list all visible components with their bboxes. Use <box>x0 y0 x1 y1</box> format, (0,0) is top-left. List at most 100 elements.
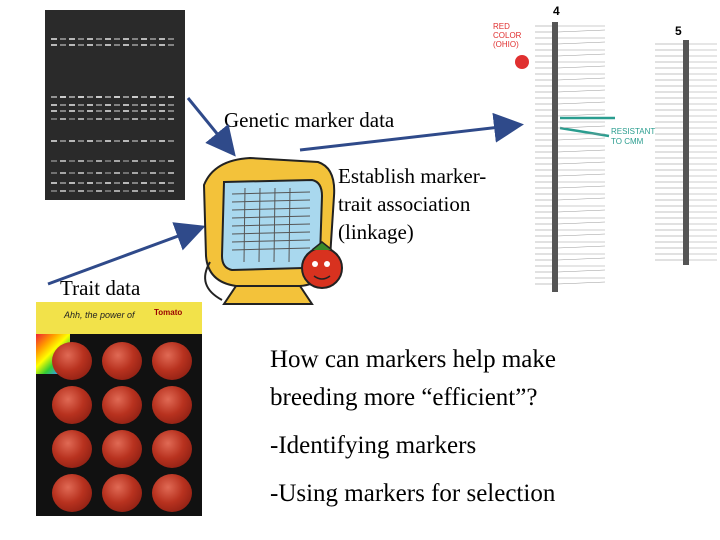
gel-band <box>114 104 120 106</box>
gel-band <box>78 104 84 106</box>
photo-banner: Ahh, the power of Tomato <box>36 302 202 334</box>
gel-band <box>78 44 84 46</box>
red-label: RED <box>493 22 510 31</box>
map-marker-line <box>557 53 606 57</box>
map-marker-line <box>557 101 606 105</box>
gel-band <box>132 160 138 162</box>
gel-band <box>150 104 156 106</box>
gel-band <box>123 96 129 98</box>
gel-band <box>51 104 57 106</box>
gel-band <box>141 182 147 184</box>
gel-band <box>168 110 174 112</box>
genetic-marker-label: Genetic marker data <box>224 108 395 132</box>
map-marker-line <box>557 77 606 81</box>
gel-band <box>60 118 66 120</box>
gel-band <box>141 140 147 142</box>
gel-band <box>105 118 111 120</box>
gel-band <box>60 104 66 106</box>
chromosome-4-label: 4 <box>553 4 560 18</box>
gel-band <box>141 190 147 192</box>
gel-band <box>114 118 120 120</box>
gel-band <box>159 190 165 192</box>
gel-band <box>105 96 111 98</box>
gel-band <box>141 160 147 162</box>
gel-band <box>159 118 165 120</box>
tomato-fruit <box>152 386 192 424</box>
gel-band <box>69 118 75 120</box>
gel-band <box>60 38 66 40</box>
map-marker-line <box>557 269 606 273</box>
gel-band <box>168 38 174 40</box>
gel-band <box>159 96 165 98</box>
gel-band <box>114 182 120 184</box>
gel-band <box>78 140 84 142</box>
tomato-fruit <box>102 474 142 512</box>
gel-band <box>114 110 120 112</box>
map-marker-line <box>557 281 606 285</box>
tomato-trait-photo: Ahh, the power of Tomato <box>36 302 202 516</box>
arrow-trait-to-computer <box>47 222 206 286</box>
gel-band <box>105 140 111 142</box>
establish-label-line1: Establish marker- <box>338 164 487 188</box>
gel-band <box>150 160 156 162</box>
gel-band <box>132 118 138 120</box>
gel-band <box>105 38 111 40</box>
gel-band <box>69 110 75 112</box>
gel-band <box>51 96 57 98</box>
gel-band <box>168 96 174 98</box>
gel-band <box>159 160 165 162</box>
color-label: COLOR <box>493 31 522 40</box>
gel-band <box>96 182 102 184</box>
gel-band <box>159 38 165 40</box>
gel-band <box>78 190 84 192</box>
gel-band <box>87 118 93 120</box>
tomato-fruit <box>52 430 92 468</box>
gel-band <box>87 190 93 192</box>
gel-band <box>51 44 57 46</box>
gel-band <box>150 118 156 120</box>
gel-band <box>159 44 165 46</box>
map-marker-line <box>557 41 606 45</box>
red-color-marker-dot <box>515 55 529 69</box>
gel-band <box>96 44 102 46</box>
gel-band <box>141 38 147 40</box>
gel-band <box>87 110 93 112</box>
gel-band <box>123 140 129 142</box>
resistant-label: RESISTANT <box>611 127 656 136</box>
gel-band <box>51 140 57 142</box>
using-markers-text: -Using markers for selection <box>270 480 556 507</box>
gel-band <box>60 172 66 174</box>
chromosome-drawing <box>515 22 717 292</box>
gel-electrophoresis-image <box>45 10 185 200</box>
gel-band <box>132 190 138 192</box>
trait-data-label: Trait data <box>60 276 141 300</box>
arrow-gel-to-computer <box>186 97 236 157</box>
banner-logo: Tomato <box>154 308 183 317</box>
gel-band <box>105 160 111 162</box>
map-marker-line <box>557 113 606 117</box>
map-marker-line <box>557 209 606 213</box>
gel-band <box>123 38 129 40</box>
identifying-markers-text: -Identifying markers <box>270 432 477 459</box>
gel-band <box>51 110 57 112</box>
gel-band <box>132 44 138 46</box>
gel-band <box>168 140 174 142</box>
gel-band <box>96 190 102 192</box>
gel-band <box>114 140 120 142</box>
map-marker-line <box>557 89 606 93</box>
gel-band <box>132 110 138 112</box>
gel-band <box>132 104 138 106</box>
gel-band <box>132 182 138 184</box>
gel-band <box>78 118 84 120</box>
computer-icon <box>202 156 343 305</box>
gel-band <box>150 96 156 98</box>
gel-band <box>69 190 75 192</box>
gel-band <box>69 160 75 162</box>
gel-band <box>78 160 84 162</box>
arrow-computer-to-map <box>299 112 524 152</box>
gel-band <box>51 160 57 162</box>
gel-band <box>168 104 174 106</box>
gel-band <box>60 96 66 98</box>
gel-band <box>87 104 93 106</box>
gel-band <box>87 182 93 184</box>
